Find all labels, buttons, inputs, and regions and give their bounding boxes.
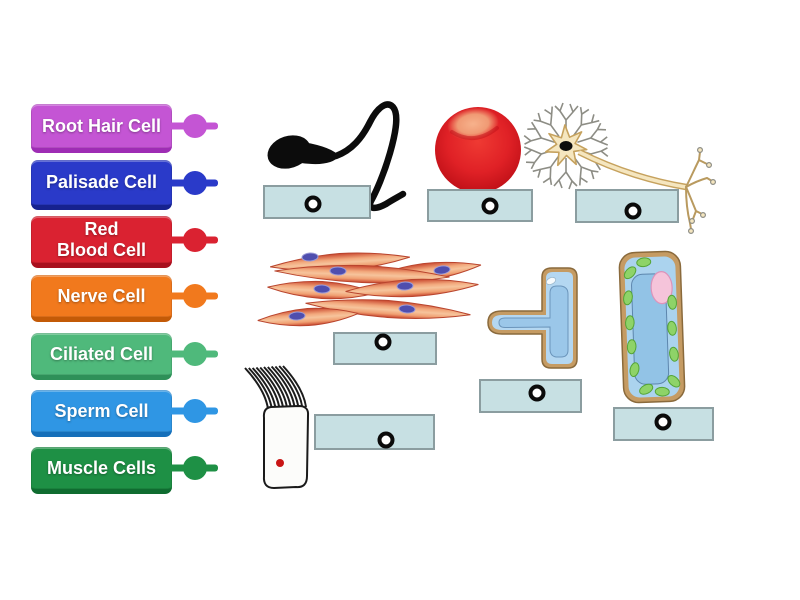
label-ciliated-cell[interactable]: Ciliated Cell xyxy=(31,333,218,380)
ciliated-cell-illustration xyxy=(244,365,310,489)
label-palisade-cell[interactable]: Palisade Cell xyxy=(31,160,218,210)
label-text: Nerve Cell xyxy=(57,285,146,306)
label-muscle-cells[interactable]: Muscle Cells xyxy=(31,447,218,494)
drop-pin[interactable] xyxy=(481,197,499,215)
muscle-cells-illustration xyxy=(256,248,483,330)
label-text: Ciliated Cell xyxy=(49,343,154,364)
label-text: Blood Cell xyxy=(57,239,146,260)
drop-pin[interactable] xyxy=(304,195,322,213)
sperm-cell-illustration xyxy=(267,101,407,212)
label-pin-dot xyxy=(183,284,207,308)
drop-pin[interactable] xyxy=(528,384,546,402)
label-pin-dot xyxy=(183,342,207,366)
label-text: Muscle Cells xyxy=(46,457,157,478)
label-pin-dot xyxy=(183,399,207,423)
drop-pin[interactable] xyxy=(624,202,642,220)
label-red-blood-cell[interactable]: Red Blood Cell xyxy=(31,216,218,268)
label-pin-dot xyxy=(183,456,207,480)
label-root-hair-cell[interactable]: Root Hair Cell xyxy=(31,104,218,153)
label-nerve-cell[interactable]: Nerve Cell xyxy=(31,275,218,322)
root-hair-cell-illustration xyxy=(487,267,578,369)
label-text: Root Hair Cell xyxy=(41,115,161,136)
label-text: Sperm Cell xyxy=(54,400,149,421)
nerve-cell-illustration xyxy=(520,102,716,235)
drop-pin[interactable] xyxy=(377,431,395,449)
drop-pin[interactable] xyxy=(374,333,392,351)
red-blood-cell-illustration xyxy=(435,107,521,193)
label-pin-dot xyxy=(183,114,207,138)
drop-pin[interactable] xyxy=(654,413,672,431)
label-sperm-cell[interactable]: Sperm Cell xyxy=(31,390,218,437)
label-text: Palisade Cell xyxy=(45,172,158,193)
dropzone-red-blood-cell[interactable] xyxy=(427,189,533,222)
label-pin-dot xyxy=(183,170,207,195)
dropzone-ciliated-cell[interactable] xyxy=(314,414,435,450)
label-text: Red xyxy=(84,219,119,240)
palisade-cell-illustration xyxy=(618,250,686,404)
label-pin-dot xyxy=(183,227,207,252)
